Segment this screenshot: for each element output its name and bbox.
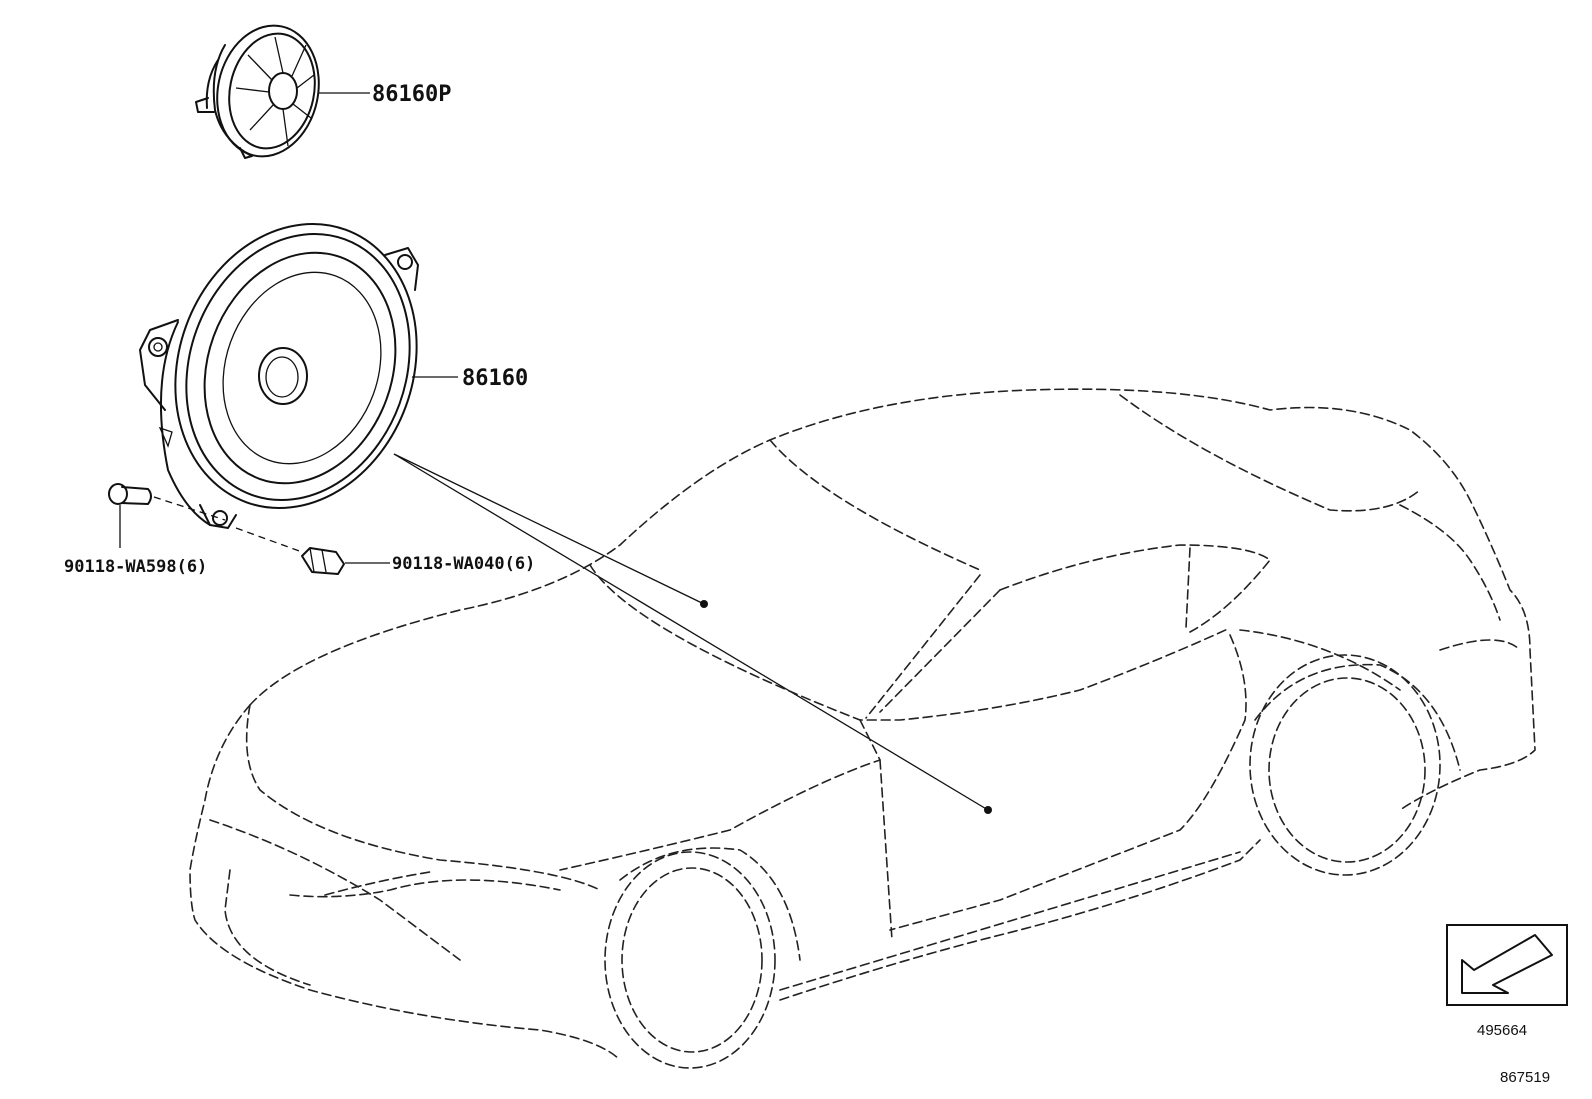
speaker-86160[interactable] [136,190,455,543]
label-90118-wa040: 90118-WA040(6) [392,554,535,574]
page-ref-number: 867519 [1500,1069,1550,1086]
label-86160p: 86160P [372,82,451,107]
tweeter-86160p[interactable] [195,16,331,166]
leader-speaker-front-door [393,453,705,605]
car-outline [189,388,1536,1069]
clip-90118-wa040[interactable] [301,547,345,575]
front-direction-arrow-icon [1446,924,1568,1006]
location-dot-1 [700,600,708,608]
leader-speaker-rear [393,453,989,811]
location-dot-2 [984,806,992,814]
screw-90118-wa598[interactable] [108,483,152,505]
diagram-ref-number: 495664 [1477,1022,1527,1039]
label-90118-wa598: 90118-WA598(6) [64,557,207,577]
label-86160: 86160 [462,366,528,391]
